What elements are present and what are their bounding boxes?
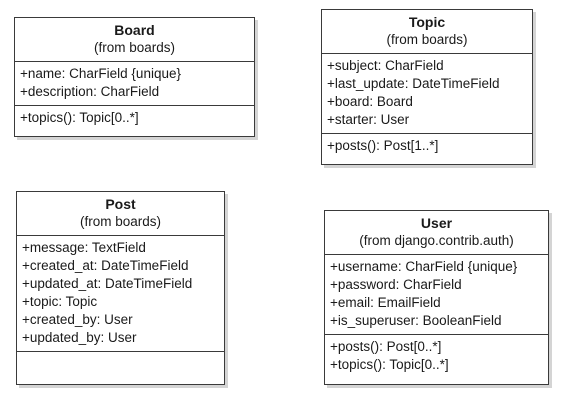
attribute: +updated_at: DateTimeField: [22, 276, 193, 291]
attribute: +name: CharField {unique}: [20, 66, 181, 81]
operations-section: +topics(): Topic[0..*]: [15, 106, 254, 131]
class-header: Board (from boards): [15, 18, 254, 62]
class-name: Topic: [408, 14, 446, 30]
attribute: +starter: User: [327, 112, 410, 127]
operations-section: [17, 352, 224, 378]
class-package: (from boards): [386, 32, 468, 47]
operations-section: +posts(): Post[0..*] +topics(): Topic[0.…: [325, 335, 548, 378]
attribute: +description: CharField: [20, 84, 160, 99]
class-header: Post (from boards): [17, 192, 224, 236]
attributes-section: +username: CharField {unique} +password:…: [325, 255, 548, 335]
operation: +posts(): Post[1..*]: [327, 138, 439, 153]
attributes-section: +name: CharField {unique} +description: …: [15, 62, 254, 106]
class-package: (from boards): [79, 214, 162, 229]
attribute: +email: EmailField: [330, 295, 441, 310]
attribute: +topic: Topic: [22, 294, 98, 309]
class-package: (from django.contrib.auth): [359, 233, 514, 248]
class-topic: Topic (from boards) +subject: CharField …: [321, 9, 533, 165]
class-header: User (from django.contrib.auth): [325, 211, 548, 255]
class-name: Board: [114, 22, 155, 38]
attribute: +subject: CharField: [327, 58, 444, 73]
class-name: Post: [105, 196, 136, 212]
attribute: +created_at: DateTimeField: [22, 258, 189, 273]
attribute: +message: TextField: [22, 240, 146, 255]
attribute: +username: CharField {unique}: [330, 259, 518, 274]
attribute: +password: CharField: [330, 277, 462, 292]
class-board: Board (from boards) +name: CharField {un…: [14, 17, 255, 137]
operation: +posts(): Post[0..*]: [330, 339, 442, 354]
attribute: +board: Board: [327, 94, 413, 109]
class-post: Post (from boards) +message: TextField +…: [16, 191, 225, 385]
attribute: +last_update: DateTimeField: [327, 76, 500, 91]
attribute: +is_superuser: BooleanField: [330, 313, 502, 328]
operation: +topics(): Topic[0..*]: [330, 357, 449, 372]
attributes-section: +subject: CharField +last_update: DateTi…: [322, 54, 532, 134]
attribute: +created_by: User: [22, 312, 133, 327]
class-header: Topic (from boards): [322, 10, 532, 54]
class-package: (from boards): [93, 40, 176, 55]
attribute: +updated_by: User: [22, 330, 137, 345]
attributes-section: +message: TextField +created_at: DateTim…: [17, 236, 224, 352]
operations-section: +posts(): Post[1..*]: [322, 134, 532, 159]
class-user: User (from django.contrib.auth) +usernam…: [324, 210, 549, 385]
class-name: User: [420, 215, 453, 231]
operation: +topics(): Topic[0..*]: [20, 110, 139, 125]
